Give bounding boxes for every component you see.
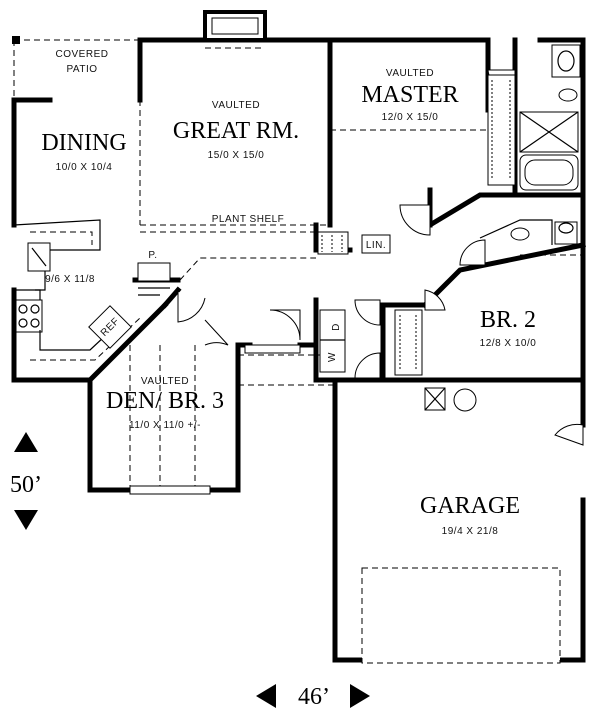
great-room-name: GREAT RM. bbox=[173, 118, 299, 144]
pantry-box bbox=[137, 262, 171, 282]
den-name: DEN/ BR. 3 bbox=[106, 388, 224, 414]
den-note: VAULTED bbox=[141, 376, 189, 387]
master-note: VAULTED bbox=[386, 68, 434, 79]
furnace-icon bbox=[453, 388, 477, 412]
dryer-label: D bbox=[331, 323, 342, 331]
door-arc bbox=[459, 239, 486, 266]
door-arc bbox=[269, 309, 301, 341]
master-name: MASTER bbox=[361, 82, 458, 108]
arrow-up-icon bbox=[14, 432, 38, 452]
garage-fixtures bbox=[361, 387, 561, 664]
covered-patio: COVERED PATIO bbox=[12, 36, 141, 100]
br2-dims: 12/8 X 10/0 bbox=[480, 338, 537, 349]
refrigerator-box bbox=[88, 305, 132, 349]
garage-name: GARAGE bbox=[420, 493, 520, 519]
br2-name: BR. 2 bbox=[480, 307, 536, 333]
door-arc bbox=[424, 289, 446, 311]
garage-door-arc bbox=[554, 423, 584, 446]
door-arc bbox=[399, 204, 431, 236]
den-windows bbox=[129, 345, 211, 495]
dining-dims: 10/0 X 10/4 bbox=[56, 162, 113, 173]
pantry-label: P. bbox=[148, 250, 157, 261]
toilet-icon bbox=[558, 88, 578, 102]
kitchen-dims: 9/6 X 11/8 bbox=[45, 274, 95, 285]
door-arc bbox=[354, 352, 381, 379]
den-dims: 11/0 X 11/0 +/- bbox=[129, 420, 201, 431]
arrow-right-icon bbox=[350, 684, 370, 708]
room-labels: DINING 10/0 X 10/4 VAULTED GREAT RM. 15/… bbox=[41, 68, 536, 537]
door-arc bbox=[354, 299, 381, 326]
master-bath bbox=[487, 44, 581, 191]
arrow-down-icon bbox=[14, 510, 38, 530]
cooktop-icon bbox=[15, 299, 43, 333]
great-room-note: VAULTED bbox=[212, 100, 260, 111]
closets: LIN. W D bbox=[317, 231, 423, 376]
garage-dims: 19/4 X 21/8 bbox=[442, 526, 499, 537]
hall-bath bbox=[479, 219, 578, 245]
great-room-dims: 15/0 X 15/0 bbox=[208, 150, 265, 161]
plant-shelf-label: PLANT SHELF bbox=[212, 214, 285, 225]
linen-box bbox=[361, 234, 391, 254]
master-dims: 12/0 X 15/0 bbox=[382, 112, 439, 123]
hall-sink-icon bbox=[510, 227, 530, 241]
dining-name: DINING bbox=[41, 130, 126, 156]
overall-width: 46’ bbox=[298, 684, 330, 710]
pantry: P. bbox=[137, 250, 171, 296]
vanity-sink-icon bbox=[551, 44, 581, 78]
kitchen: 9/6 X 11/8 REF bbox=[13, 219, 141, 361]
overall-dimensions: 50’ 46’ bbox=[10, 432, 370, 710]
overall-depth: 50’ bbox=[10, 472, 42, 498]
patio-label-line2: PATIO bbox=[66, 64, 97, 75]
linen-label: LIN. bbox=[366, 240, 386, 251]
door-arc bbox=[204, 319, 229, 346]
garage-door-opening bbox=[361, 567, 561, 664]
dashed-lines bbox=[139, 39, 583, 386]
laundry-area bbox=[319, 309, 346, 373]
washer-label: W bbox=[327, 352, 338, 362]
door-arc bbox=[177, 292, 206, 323]
patio-label-line1: COVERED bbox=[56, 49, 109, 60]
arrow-left-icon bbox=[256, 684, 276, 708]
